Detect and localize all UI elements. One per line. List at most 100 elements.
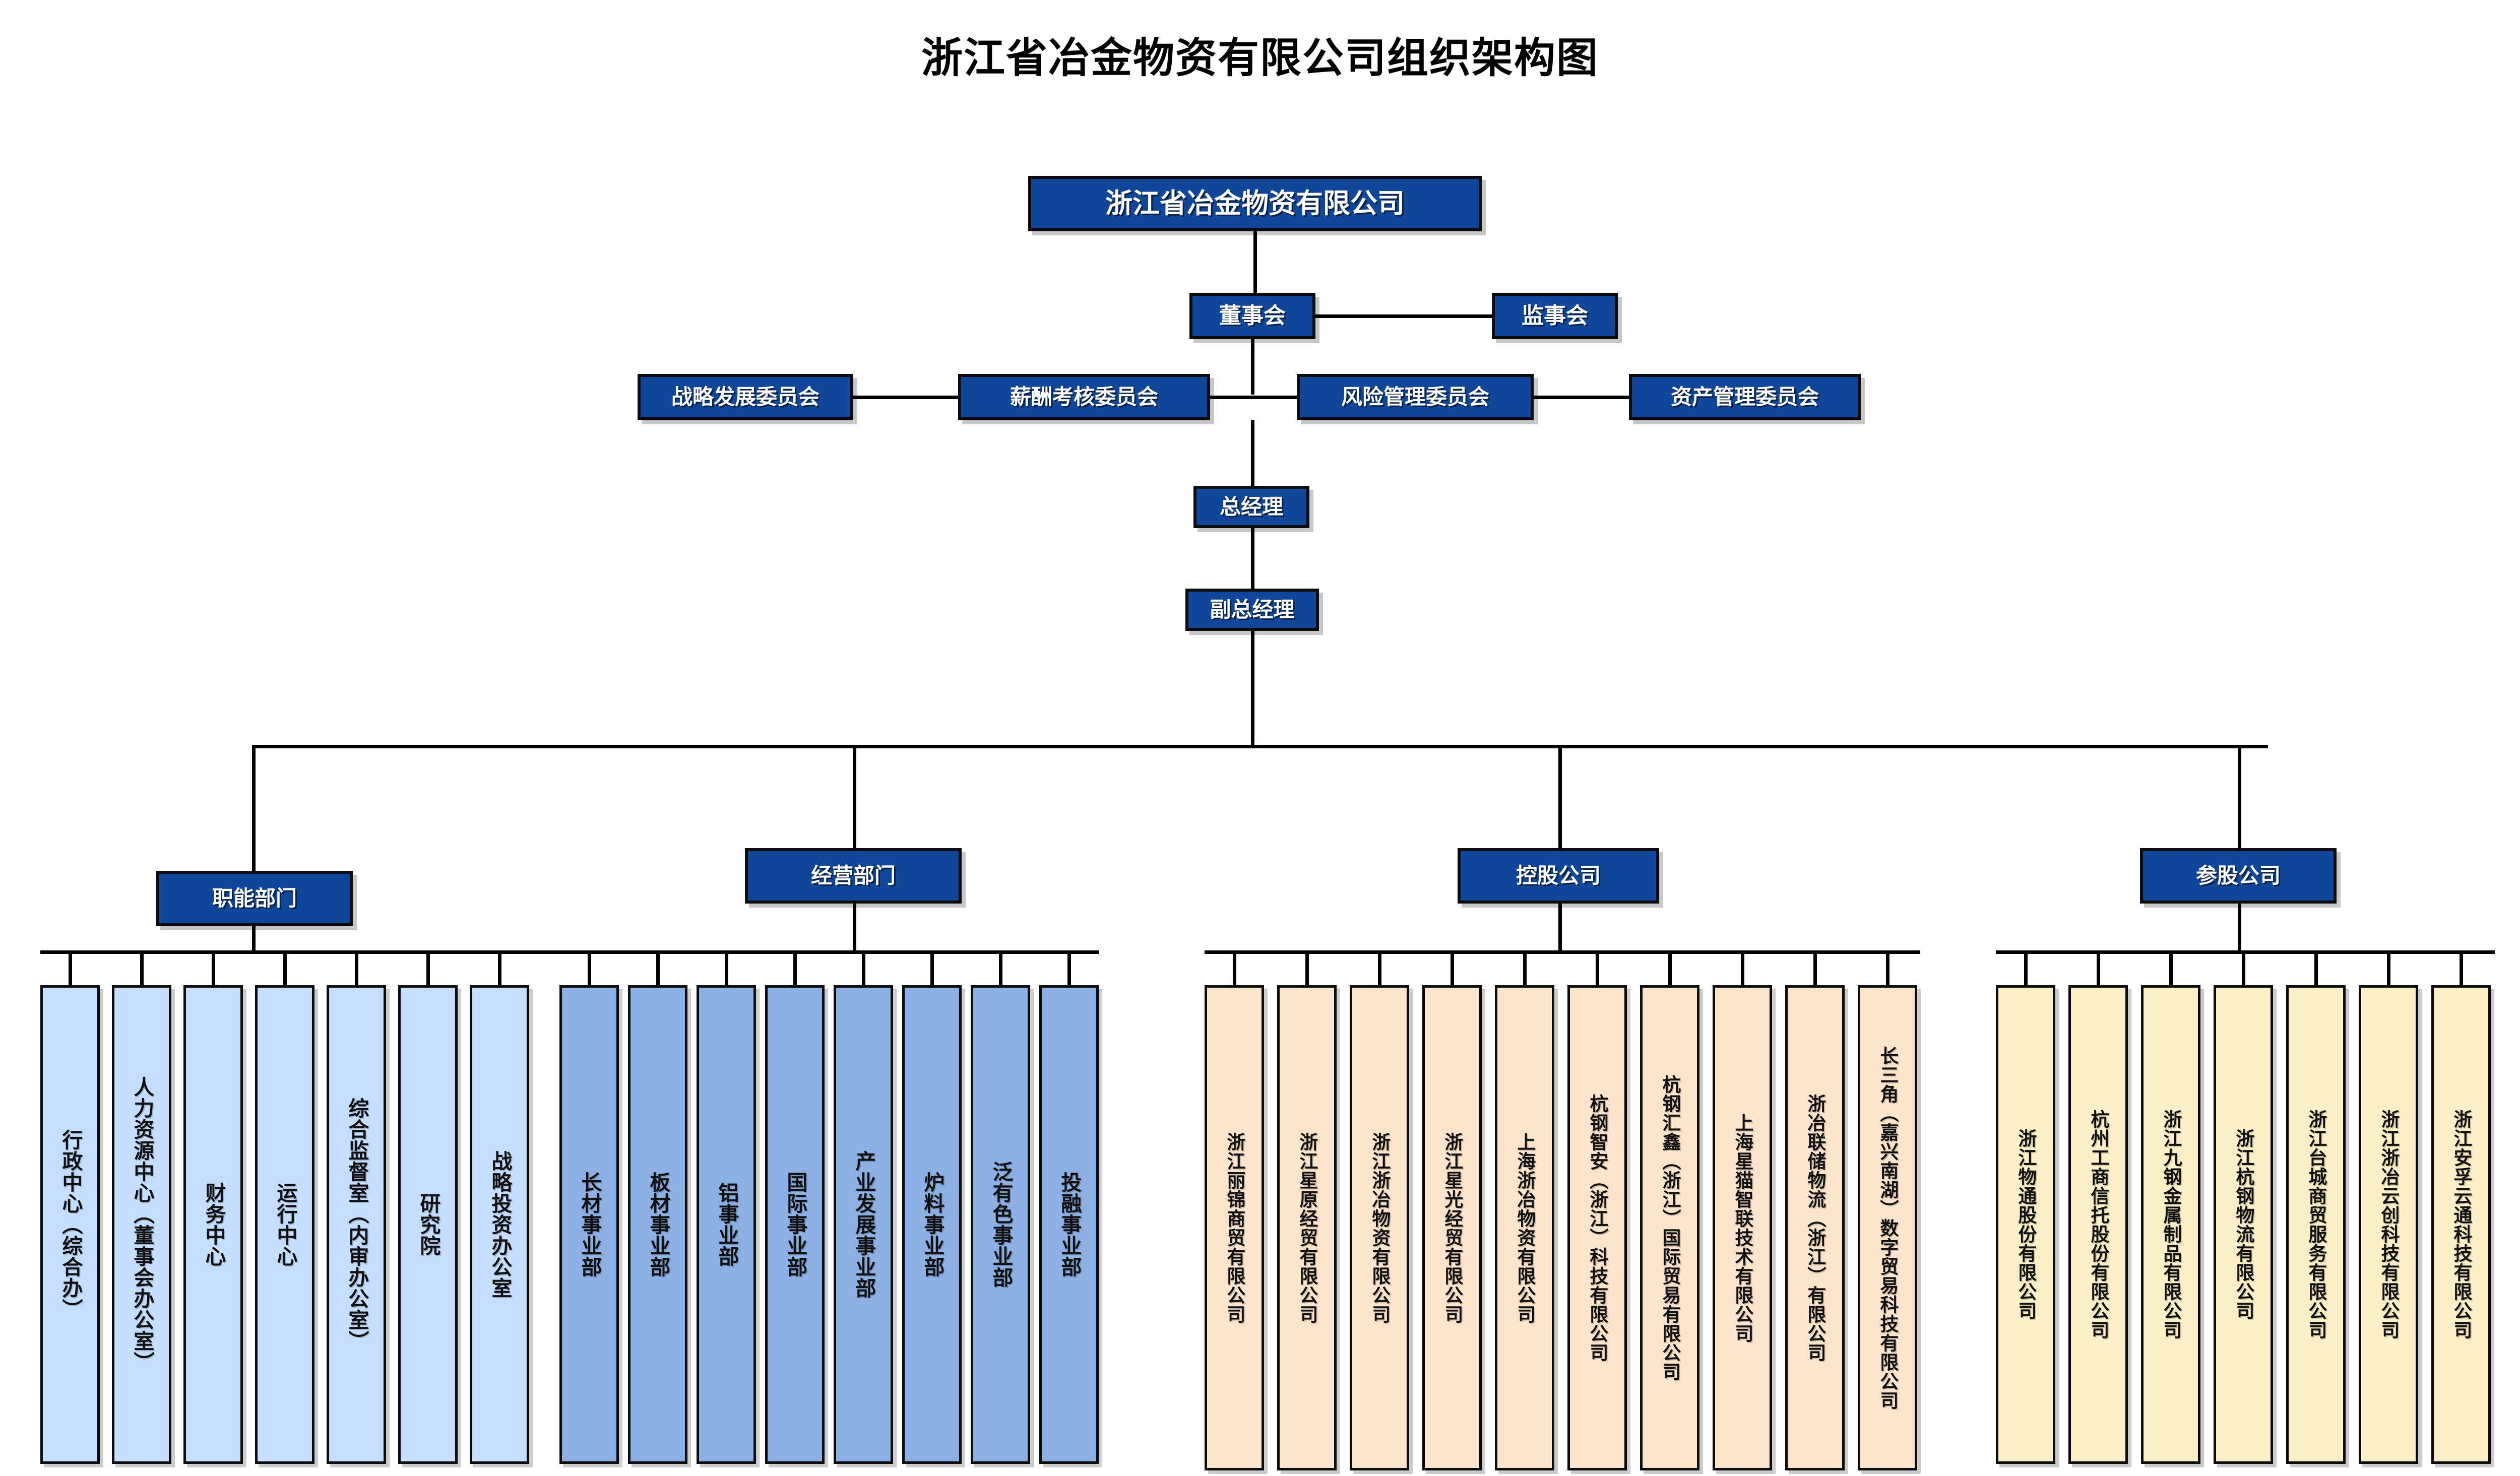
node-label: 副总经理 <box>1210 597 1295 622</box>
connector-business-division-2 <box>656 950 660 985</box>
node-holding-company-10[interactable]: 长三角（嘉兴南湖）数字贸易科技有限公司 <box>1858 985 1917 1470</box>
node-label: 长材事业部 <box>577 1172 602 1277</box>
connector-board-to-supervisory <box>1315 314 1492 318</box>
node-label: 战略投资办公室 <box>487 1150 512 1299</box>
node-label: 上海浙冶物资有限公司 <box>1514 1132 1536 1324</box>
node-functional-department-5[interactable]: 综合监督室（内审办公室） <box>327 985 386 1464</box>
node-holding-company-3[interactable]: 浙江浙冶物资有限公司 <box>1350 985 1409 1470</box>
connector-business-division-4 <box>793 950 797 985</box>
connector-associate-company-7 <box>2460 950 2463 985</box>
node-label: 浙江九钢金属制品有限公司 <box>2160 1110 2182 1339</box>
connector-associate-company-6 <box>2387 950 2390 985</box>
category-bus <box>252 745 2268 748</box>
node-label: 财务中心 <box>201 1182 226 1267</box>
node-committee-strategy[interactable]: 战略发展委员会 <box>638 374 853 420</box>
connector-deputy-to-bus <box>1251 631 1254 745</box>
connector-associate-company-4 <box>2242 950 2245 985</box>
connector-board-to-committees <box>1251 339 1254 395</box>
connector-holding-company-5 <box>1523 950 1527 985</box>
node-category-associate-companies[interactable]: 参股公司 <box>2140 848 2337 904</box>
node-holding-company-8[interactable]: 上海星猫智联技术有限公司 <box>1713 985 1772 1470</box>
node-label: 参股公司 <box>2195 863 2281 888</box>
connector-functional-department-1 <box>69 950 72 985</box>
node-label: 监事会 <box>1522 303 1588 329</box>
node-associate-company-7[interactable]: 浙江安孚云通科技有限公司 <box>2431 985 2491 1464</box>
node-functional-department-1[interactable]: 行政中心（综合办） <box>40 985 100 1464</box>
node-associate-company-5[interactable]: 浙江台城商贸服务有限公司 <box>2286 985 2346 1464</box>
node-business-division-8[interactable]: 投融事业部 <box>1039 985 1099 1464</box>
node-supervisory-board[interactable]: 监事会 <box>1492 293 1618 339</box>
node-company-root[interactable]: 浙江省冶金物资有限公司 <box>1028 176 1482 231</box>
node-holding-company-5[interactable]: 上海浙冶物资有限公司 <box>1495 985 1554 1470</box>
node-business-division-4[interactable]: 国际事业部 <box>765 985 825 1464</box>
node-committee-compensation[interactable]: 薪酬考核委员会 <box>958 374 1210 420</box>
connector-holding-company-3 <box>1378 950 1381 985</box>
connector-holding-company-1 <box>1233 950 1236 985</box>
connector-bus-to-business <box>853 745 856 848</box>
connector-holding-company-2 <box>1305 950 1309 985</box>
connector-functional-to-bus <box>252 926 256 950</box>
connector-functional-department-6 <box>426 950 430 985</box>
node-business-division-5[interactable]: 产业发展事业部 <box>834 985 893 1464</box>
node-holding-company-2[interactable]: 浙江星原经贸有限公司 <box>1277 985 1337 1470</box>
node-business-division-2[interactable]: 板材事业部 <box>628 985 687 1464</box>
node-committee-asset[interactable]: 资产管理委员会 <box>1629 374 1861 420</box>
connector-associate-company-3 <box>2169 950 2173 985</box>
node-label: 泛有色事业部 <box>988 1161 1013 1288</box>
node-label: 上海星猫智联技术有限公司 <box>1731 1113 1753 1343</box>
node-label: 风险管理委员会 <box>1341 384 1489 410</box>
node-business-division-7[interactable]: 泛有色事业部 <box>971 985 1030 1464</box>
node-associate-company-4[interactable]: 浙江杭钢物流有限公司 <box>2214 985 2273 1464</box>
node-committee-risk[interactable]: 风险管理委员会 <box>1297 374 1534 420</box>
node-business-division-6[interactable]: 炉料事业部 <box>902 985 962 1464</box>
node-label: 浙江杭钢物流有限公司 <box>2232 1129 2254 1320</box>
connector-holding-company-8 <box>1741 950 1744 985</box>
node-label: 投融事业部 <box>1057 1172 1082 1277</box>
connector-business-division-5 <box>862 950 865 985</box>
node-functional-department-6[interactable]: 研究院 <box>398 985 458 1464</box>
node-label: 控股公司 <box>1516 863 1601 888</box>
node-holding-company-7[interactable]: 杭钢汇鑫（浙江）国际贸易有限公司 <box>1640 985 1699 1470</box>
node-deputy-general-manager[interactable]: 副总经理 <box>1185 589 1319 631</box>
node-category-business-departments[interactable]: 经营部门 <box>745 848 962 904</box>
node-business-division-3[interactable]: 铝事业部 <box>697 985 756 1464</box>
node-label: 浙江星光经贸有限公司 <box>1441 1132 1463 1324</box>
connector-business-division-7 <box>999 950 1002 985</box>
node-general-manager[interactable]: 总经理 <box>1193 486 1309 528</box>
connector-gm-to-deputy <box>1251 528 1254 589</box>
node-label: 浙冶联储物流（浙江）有限公司 <box>1804 1094 1826 1362</box>
connector-committee-1-2 <box>853 396 958 399</box>
node-label: 综合监督室（内审办公室） <box>344 1098 369 1352</box>
node-board-of-directors[interactable]: 董事会 <box>1189 293 1315 339</box>
node-label: 杭钢汇鑫（浙江）国际贸易有限公司 <box>1659 1074 1681 1381</box>
node-label: 薪酬考核委员会 <box>1010 384 1158 410</box>
page-title: 浙江省冶金物资有限公司组织架构图 <box>921 34 1599 82</box>
node-functional-department-4[interactable]: 运行中心 <box>255 985 314 1464</box>
connector-associate-to-bus <box>2238 904 2241 950</box>
node-functional-department-3[interactable]: 财务中心 <box>183 985 243 1464</box>
connector-bus-to-holding <box>1558 745 1562 848</box>
node-label: 战略发展委员会 <box>671 384 820 410</box>
associate-group-bus <box>1996 950 2495 954</box>
node-label: 浙江台城商贸服务有限公司 <box>2305 1110 2327 1339</box>
connector-associate-company-5 <box>2314 950 2318 985</box>
node-associate-company-3[interactable]: 浙江九钢金属制品有限公司 <box>2141 985 2200 1464</box>
node-business-division-1[interactable]: 长材事业部 <box>559 985 619 1464</box>
node-holding-company-1[interactable]: 浙江丽锦商贸有限公司 <box>1205 985 1264 1470</box>
node-label: 浙江星原经贸有限公司 <box>1296 1132 1318 1324</box>
node-holding-company-6[interactable]: 杭钢智安（浙江）科技有限公司 <box>1567 985 1627 1470</box>
node-category-functional-departments[interactable]: 职能部门 <box>156 871 353 926</box>
node-functional-department-7[interactable]: 战略投资办公室 <box>470 985 529 1464</box>
node-category-holding-companies[interactable]: 控股公司 <box>1458 848 1659 904</box>
node-holding-company-4[interactable]: 浙江星光经贸有限公司 <box>1422 985 1482 1470</box>
node-holding-company-9[interactable]: 浙冶联储物流（浙江）有限公司 <box>1785 985 1845 1470</box>
node-label: 浙江物通股份有限公司 <box>2014 1129 2037 1320</box>
connector-business-division-8 <box>1067 950 1071 985</box>
node-label: 产业发展事业部 <box>851 1150 876 1299</box>
node-associate-company-1[interactable]: 浙江物通股份有限公司 <box>1996 985 2055 1464</box>
node-functional-department-2[interactable]: 人力资源中心（董事会办公室） <box>112 985 171 1464</box>
node-label: 浙江丽锦商贸有限公司 <box>1223 1132 1245 1324</box>
node-label: 浙江浙冶物资有限公司 <box>1368 1132 1391 1324</box>
node-associate-company-2[interactable]: 杭州工商信托股份有限公司 <box>2068 985 2128 1464</box>
node-associate-company-6[interactable]: 浙江浙冶云创科技有限公司 <box>2359 985 2418 1464</box>
